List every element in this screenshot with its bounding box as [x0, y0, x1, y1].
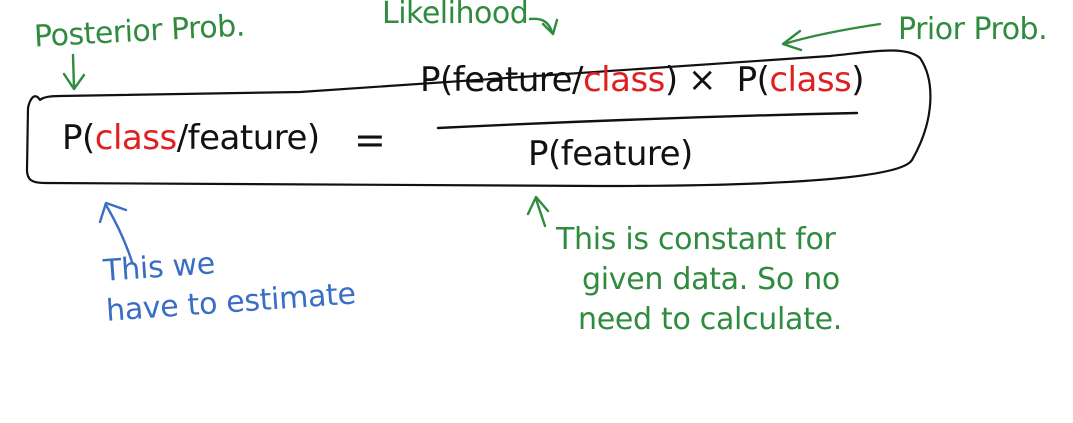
lhs-expression: P(class/feature) — [62, 118, 320, 158]
numerator: P(feature/class) × P(class) — [420, 60, 865, 100]
equals-sign: = — [354, 118, 386, 162]
constant-note: This is constant for given data. So no n… — [556, 220, 842, 340]
constant-arrow — [534, 197, 547, 228]
prior-arrowhead — [781, 29, 803, 52]
prior-label: Prior Prob. — [898, 12, 1048, 47]
numerator-part2: ) × P( — [664, 60, 770, 100]
lhs-rest: /feature) — [176, 118, 320, 158]
constant-note-line-2: given data. So no — [582, 262, 840, 297]
constant-note-line-3: need to calculate. — [578, 302, 842, 337]
numerator-class-2: class — [769, 60, 852, 100]
posterior-arrowhead — [62, 72, 86, 91]
lhs-class: class — [94, 118, 177, 158]
estimate-arrowhead — [98, 201, 128, 224]
likelihood-arrow — [528, 17, 554, 34]
constant-note-line-1: This is constant for — [556, 222, 836, 257]
fraction-bar — [436, 111, 859, 130]
numerator-class-1: class — [582, 60, 665, 100]
prior-arrow — [782, 22, 882, 46]
numerator-part3: ) — [851, 60, 865, 100]
lhs-p-open: P( — [62, 118, 95, 158]
denominator: P(feature) — [528, 134, 693, 174]
posterior-arrow — [71, 53, 76, 90]
likelihood-arrowhead — [541, 18, 559, 36]
numerator-part1: P(feature/ — [420, 60, 583, 100]
constant-arrowhead — [526, 195, 550, 216]
likelihood-label: Likelihood — [382, 0, 529, 31]
estimate-arrow — [104, 203, 134, 264]
equation-box — [25, 49, 932, 188]
